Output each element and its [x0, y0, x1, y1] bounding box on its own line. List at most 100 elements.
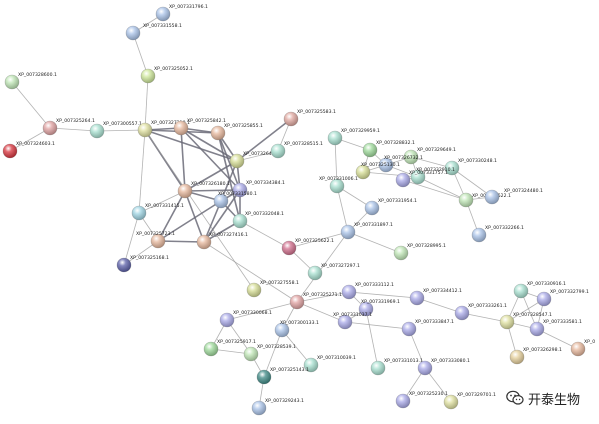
node-ball[interactable]: [116, 257, 132, 273]
node-ball[interactable]: [140, 68, 156, 84]
node-ball[interactable]: [509, 349, 525, 365]
node-xp-007329649-1[interactable]: XP_007329649.1: [403, 147, 456, 165]
node-ball[interactable]: [513, 283, 529, 299]
node-ball[interactable]: [283, 111, 299, 127]
node-xp-007325230-1[interactable]: XP_007325230.1: [395, 391, 448, 409]
node-ball[interactable]: [454, 305, 470, 321]
node-xp-007333847-1[interactable]: XP_007333847.1: [401, 319, 454, 337]
node-xp-007330068-1[interactable]: XP_007330068.1: [219, 310, 272, 328]
node-ball[interactable]: [484, 189, 500, 205]
node-xp-007331037-1[interactable]: XP_007331037.1: [333, 312, 372, 330]
node-ball[interactable]: [362, 142, 378, 158]
node-xp-007325052-1[interactable]: XP_007325052.1: [140, 66, 193, 84]
node-ball[interactable]: [243, 346, 259, 362]
node-xp-007331415-1[interactable]: XP_007331415.1: [131, 203, 184, 221]
node-ball[interactable]: [155, 6, 171, 22]
node-ball[interactable]: [329, 178, 345, 194]
node-ball[interactable]: [42, 120, 58, 136]
node-xp-007310039-1[interactable]: XP_007310039.1: [303, 355, 356, 373]
node-ball[interactable]: [355, 164, 371, 180]
node-xp-007330916-1[interactable]: XP_007330916.1: [513, 281, 566, 299]
node-ball[interactable]: [274, 322, 290, 338]
node-ball[interactable]: [232, 213, 248, 229]
node-xp-007325855-1[interactable]: XP_007325855.1: [210, 123, 263, 141]
node-ball[interactable]: [499, 314, 515, 330]
node-ball[interactable]: [370, 360, 386, 376]
node-ball[interactable]: [137, 122, 153, 138]
node-xp-007325130-1[interactable]: XP_007325130.1: [355, 162, 400, 180]
node-xp-007330248-1[interactable]: XP_007330248.1: [444, 158, 497, 176]
node-ball[interactable]: [393, 245, 409, 261]
node-xp-007325842-1[interactable]: XP_007325842.1: [173, 118, 226, 136]
node-xp-007300557-1[interactable]: XP_007300557.1: [89, 121, 142, 139]
node-ball[interactable]: [2, 143, 18, 159]
node-xp-007328515-1[interactable]: XP_007328515.1: [270, 141, 323, 159]
node-xp-007324603-1[interactable]: XP_007324603.1: [2, 141, 55, 159]
node-xp-007300133-1[interactable]: XP_007300133.1: [274, 320, 319, 338]
node-xp-007331580-1[interactable]: XP_007331580.1: [213, 191, 257, 209]
node-ball[interactable]: [378, 157, 394, 173]
node-xp-007331796-1[interactable]: XP_007331796.1: [155, 4, 208, 22]
node-xp-007325723-1[interactable]: XP_007325723.1: [136, 231, 175, 249]
node-xp-007324480-1[interactable]: XP_007324480.1: [484, 188, 543, 205]
node-xp-007326298-1[interactable]: XP_007326298.1: [509, 347, 562, 365]
node-xp-007333261-1[interactable]: XP_007333261.1: [454, 303, 507, 321]
node-xp-007331006-1[interactable]: XP_007331006.1: [319, 176, 358, 194]
node-xp-007327297-1[interactable]: XP_007327297.1: [307, 263, 360, 281]
node-xp-007327210-1[interactable]: XP_007327210.1: [137, 120, 190, 138]
node-xp-007334412-1[interactable]: XP_007334412.1: [409, 288, 462, 306]
node-xp-007332048-1[interactable]: XP_007332048.1: [232, 211, 284, 229]
node-xp-007329243-1[interactable]: XP_007329243.1: [251, 398, 304, 416]
node-xp-007328600-1[interactable]: XP_007328600.1: [4, 72, 57, 90]
node-ball[interactable]: [340, 224, 356, 240]
node-xp-007329959-1[interactable]: XP_007329959.1: [327, 128, 380, 146]
node-xp-0[interactable]: XP_0: [570, 339, 595, 357]
node-ball[interactable]: [177, 183, 193, 199]
node-ball[interactable]: [307, 265, 323, 281]
node-ball[interactable]: [395, 172, 411, 188]
node-ball[interactable]: [229, 153, 245, 169]
node-ball[interactable]: [281, 240, 297, 256]
node-ball[interactable]: [358, 301, 374, 317]
node-ball[interactable]: [4, 74, 20, 90]
node-ball[interactable]: [443, 394, 459, 410]
node-ball[interactable]: [246, 282, 262, 298]
node-ball[interactable]: [232, 182, 248, 198]
node-ball[interactable]: [410, 169, 426, 185]
node-xp-007332266-1[interactable]: XP_007332266.1: [471, 225, 524, 243]
node-ball[interactable]: [337, 314, 353, 330]
node-xp-007331954-1[interactable]: XP_007331954.1: [364, 198, 417, 216]
node-ball[interactable]: [203, 341, 219, 357]
node-ball[interactable]: [303, 357, 319, 373]
node-ball[interactable]: [364, 200, 380, 216]
node-ball[interactable]: [89, 123, 105, 139]
node-xp-007333581-1[interactable]: XP_007333581.1: [529, 319, 582, 337]
node-xp-007326488-1[interactable]: XP_007326488.1: [229, 151, 282, 169]
node-ball[interactable]: [403, 149, 419, 165]
node-ball[interactable]: [409, 290, 425, 306]
node-xp-007325622-1[interactable]: XP_007325622.1: [281, 238, 334, 256]
node-ball[interactable]: [289, 294, 305, 310]
node-ball[interactable]: [570, 341, 586, 357]
node-xp-007327558-1[interactable]: XP_007327558.1: [246, 280, 299, 298]
node-ball[interactable]: [444, 160, 460, 176]
node-ball[interactable]: [395, 393, 411, 409]
node-ball[interactable]: [131, 205, 147, 221]
node-ball[interactable]: [173, 120, 189, 136]
node-ball[interactable]: [150, 233, 166, 249]
node-xp-007326180-1[interactable]: XP_007326180.1: [177, 181, 230, 199]
node-ball[interactable]: [270, 143, 286, 159]
node-xp-007332910-1[interactable]: XP_007332910.1: [410, 167, 455, 185]
node-ball[interactable]: [458, 192, 474, 208]
node-xp-007333080-1[interactable]: XP_007333080.1: [417, 358, 470, 376]
node-xp-007331897-1[interactable]: XP_007331897.1: [340, 222, 393, 240]
node-xp-007325583-1[interactable]: XP_007325583.1: [283, 109, 336, 127]
node-xp-007331013-1[interactable]: XP_007331013.1: [370, 358, 423, 376]
node-xp-007329701-1[interactable]: XP_007329701.1: [443, 392, 496, 410]
node-xp-007334384-1[interactable]: XP_007334384.1: [232, 180, 285, 198]
node-xp-007333112-1[interactable]: XP_007333112.1: [341, 282, 394, 300]
node-ball[interactable]: [536, 291, 552, 307]
node-ball[interactable]: [401, 321, 417, 337]
node-ball[interactable]: [219, 312, 235, 328]
node-xp-007327416-1[interactable]: XP_007327416.1: [196, 232, 248, 250]
